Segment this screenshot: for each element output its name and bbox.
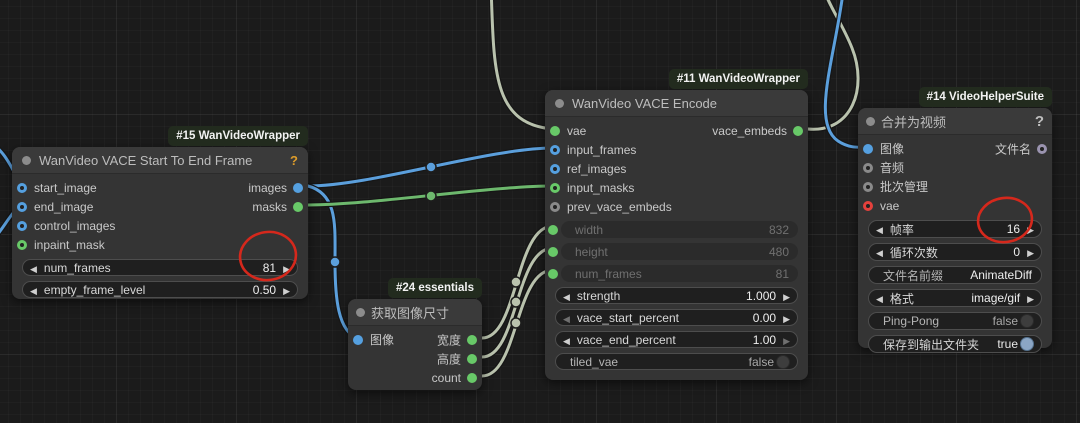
widget-filename-prefix[interactable]: 文件名前缀 AnimateDiff (868, 266, 1042, 284)
widget-width-linked: width 832 (548, 221, 798, 238)
widget-num-frames[interactable]: num_frames 81 (22, 259, 298, 276)
toggle-knob-icon[interactable] (1020, 314, 1034, 328)
widget-vace-end-percent[interactable]: vace_end_percent 1.00 (555, 331, 798, 348)
input-slot-prev-vace-embeds[interactable] (550, 201, 560, 212)
decrement-arrow-icon[interactable] (876, 222, 883, 236)
node-title: 获取图像尺寸 (371, 305, 450, 321)
node-title: WanVideo VACE Encode (572, 95, 718, 111)
increment-arrow-icon[interactable] (283, 261, 290, 275)
slot-row: inpaint_mask (12, 235, 308, 254)
input-slot-vae[interactable] (863, 200, 873, 211)
input-slot-audio[interactable] (863, 162, 873, 173)
slot-row: start_image images (12, 178, 308, 197)
slot-row: ref_images (545, 159, 808, 178)
input-slot-batch-manager[interactable] (863, 181, 873, 192)
slot-row: 高度 (348, 349, 482, 368)
collapse-dot-icon[interactable] (866, 116, 875, 126)
decrement-arrow-icon[interactable] (563, 333, 570, 347)
toggle-knob-icon[interactable] (1020, 337, 1034, 351)
node-video-combine[interactable]: #14 VideoHelperSuite 合并为视频 ? 图像 文件名 音频 批… (858, 87, 1052, 353)
decrement-arrow-icon[interactable] (30, 261, 37, 275)
slot-row: input_masks (545, 178, 808, 197)
input-slot-input-frames[interactable] (550, 144, 560, 155)
decrement-arrow-icon[interactable] (563, 311, 570, 325)
input-slot-input-masks[interactable] (550, 182, 560, 193)
slot-row: 音频 (858, 158, 1052, 177)
input-slot-num-frames[interactable] (548, 268, 558, 279)
node-wanvideo-vace-encode[interactable]: #11 WanVideoWrapper WanVideo VACE Encode… (545, 69, 808, 380)
widget-format[interactable]: 格式 image/gif (868, 289, 1042, 307)
node-title: WanVideo VACE Start To End Frame (39, 152, 253, 168)
node-badge: #14 VideoHelperSuite (918, 87, 1052, 107)
slot-row: 图像 文件名 (858, 139, 1052, 158)
input-slot-inpaint-mask[interactable] (17, 239, 27, 250)
decrement-arrow-icon[interactable] (30, 283, 37, 297)
widget-height-linked: height 480 (548, 243, 798, 260)
node-title-bar[interactable]: 获取图像尺寸 (348, 299, 482, 326)
input-slot-control-images[interactable] (17, 220, 27, 231)
input-slot-height[interactable] (548, 246, 558, 257)
decrement-arrow-icon[interactable] (876, 245, 883, 259)
widget-pingpong-toggle[interactable]: Ping-Pong false (868, 312, 1042, 330)
widget-empty-frame-level[interactable]: empty_frame_level 0.50 (22, 281, 298, 298)
widget-save-output-toggle[interactable]: 保存到输出文件夹 true (868, 335, 1042, 353)
increment-arrow-icon[interactable] (783, 333, 790, 347)
increment-arrow-icon[interactable] (283, 283, 290, 297)
output-slot-count[interactable] (467, 372, 477, 383)
node-badge: #15 WanVideoWrapper (168, 126, 308, 146)
widget-num-frames-linked: num_frames 81 (548, 265, 798, 282)
slot-row: control_images (12, 216, 308, 235)
output-slot-masks[interactable] (293, 201, 303, 212)
input-slot-ref-images[interactable] (550, 163, 560, 174)
node-title-bar[interactable]: WanVideo VACE Start To End Frame ? (12, 147, 308, 174)
input-slot-vae[interactable] (550, 125, 560, 136)
node-title-bar[interactable]: 合并为视频 ? (858, 108, 1052, 135)
increment-arrow-icon[interactable] (783, 311, 790, 325)
toggle-knob-icon[interactable] (776, 354, 790, 369)
slot-row: vae (858, 196, 1052, 215)
decrement-arrow-icon[interactable] (563, 289, 570, 303)
decrement-arrow-icon[interactable] (876, 291, 883, 305)
slot-row: end_image masks (12, 197, 308, 216)
input-slot-image[interactable] (863, 143, 873, 154)
collapse-dot-icon[interactable] (555, 98, 564, 108)
output-slot-images[interactable] (293, 182, 303, 193)
input-slot-image[interactable] (353, 334, 363, 345)
input-slot-start-image[interactable] (17, 182, 27, 193)
node-title-bar[interactable]: WanVideo VACE Encode (545, 90, 808, 117)
input-slot-width[interactable] (548, 224, 558, 235)
slot-row: 批次管理 (858, 177, 1052, 196)
slot-row: count (348, 368, 482, 387)
output-slot-width[interactable] (467, 334, 477, 345)
collapse-dot-icon[interactable] (22, 155, 31, 165)
slot-row: vae vace_embeds (545, 121, 808, 140)
widget-tiled-vae-toggle[interactable]: tiled_vae false (555, 353, 798, 370)
slot-row: 图像 宽度 (348, 330, 482, 349)
node-badge: #24 essentials (387, 278, 482, 298)
widget-frame-rate[interactable]: 帧率 16 (868, 220, 1042, 238)
help-icon[interactable]: ? (290, 152, 298, 168)
increment-arrow-icon[interactable] (1027, 245, 1034, 259)
output-slot-filename[interactable] (1037, 143, 1047, 154)
input-slot-end-image[interactable] (17, 201, 27, 212)
output-slot-vace-embeds[interactable] (793, 125, 803, 136)
increment-arrow-icon[interactable] (1027, 291, 1034, 305)
widget-loop-count[interactable]: 循环次数 0 (868, 243, 1042, 261)
help-icon[interactable]: ? (1034, 112, 1044, 130)
increment-arrow-icon[interactable] (1027, 222, 1034, 236)
slot-row: prev_vace_embeds (545, 197, 808, 216)
node-wanvideo-vace-start-to-end-frame[interactable]: #15 WanVideoWrapper WanVideo VACE Start … (12, 126, 308, 299)
slot-row: input_frames (545, 140, 808, 159)
collapse-dot-icon[interactable] (356, 307, 365, 317)
node-get-image-size[interactable]: #24 essentials 获取图像尺寸 图像 宽度 高度 count (348, 278, 482, 390)
widget-vace-start-percent[interactable]: vace_start_percent 0.00 (555, 309, 798, 326)
node-title: 合并为视频 (881, 114, 947, 130)
widget-strength[interactable]: strength 1.000 (555, 287, 798, 304)
output-slot-height[interactable] (467, 353, 477, 364)
increment-arrow-icon[interactable] (783, 289, 790, 303)
node-badge: #11 WanVideoWrapper (668, 69, 808, 89)
